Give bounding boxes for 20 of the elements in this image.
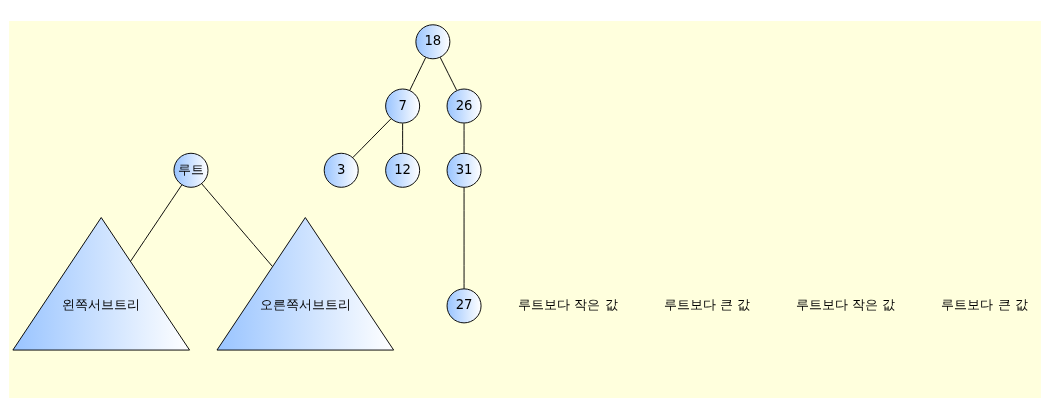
connector (463, 122, 465, 154)
node-circle: 12 (385, 152, 421, 188)
label: 루트보다 작은 값 (518, 297, 618, 313)
connector (439, 56, 458, 91)
node-circle: 3 (323, 152, 359, 188)
node-circle: 18 (415, 24, 451, 60)
node-circle: 31 (446, 152, 482, 188)
node-circle: 26 (446, 88, 482, 124)
connector (130, 184, 183, 262)
label: 루트보다 작은 값 (796, 297, 896, 313)
node-circle: 루트 (173, 152, 209, 188)
label: 루트보다 큰 값 (663, 297, 751, 313)
label: 루트보다 큰 값 (941, 297, 1028, 313)
connector (352, 118, 392, 159)
connector (201, 183, 273, 267)
connector (402, 122, 404, 154)
connector (409, 57, 427, 91)
node-circle: 27 (446, 288, 482, 324)
node-circle: 7 (385, 88, 421, 124)
connector (463, 186, 465, 290)
